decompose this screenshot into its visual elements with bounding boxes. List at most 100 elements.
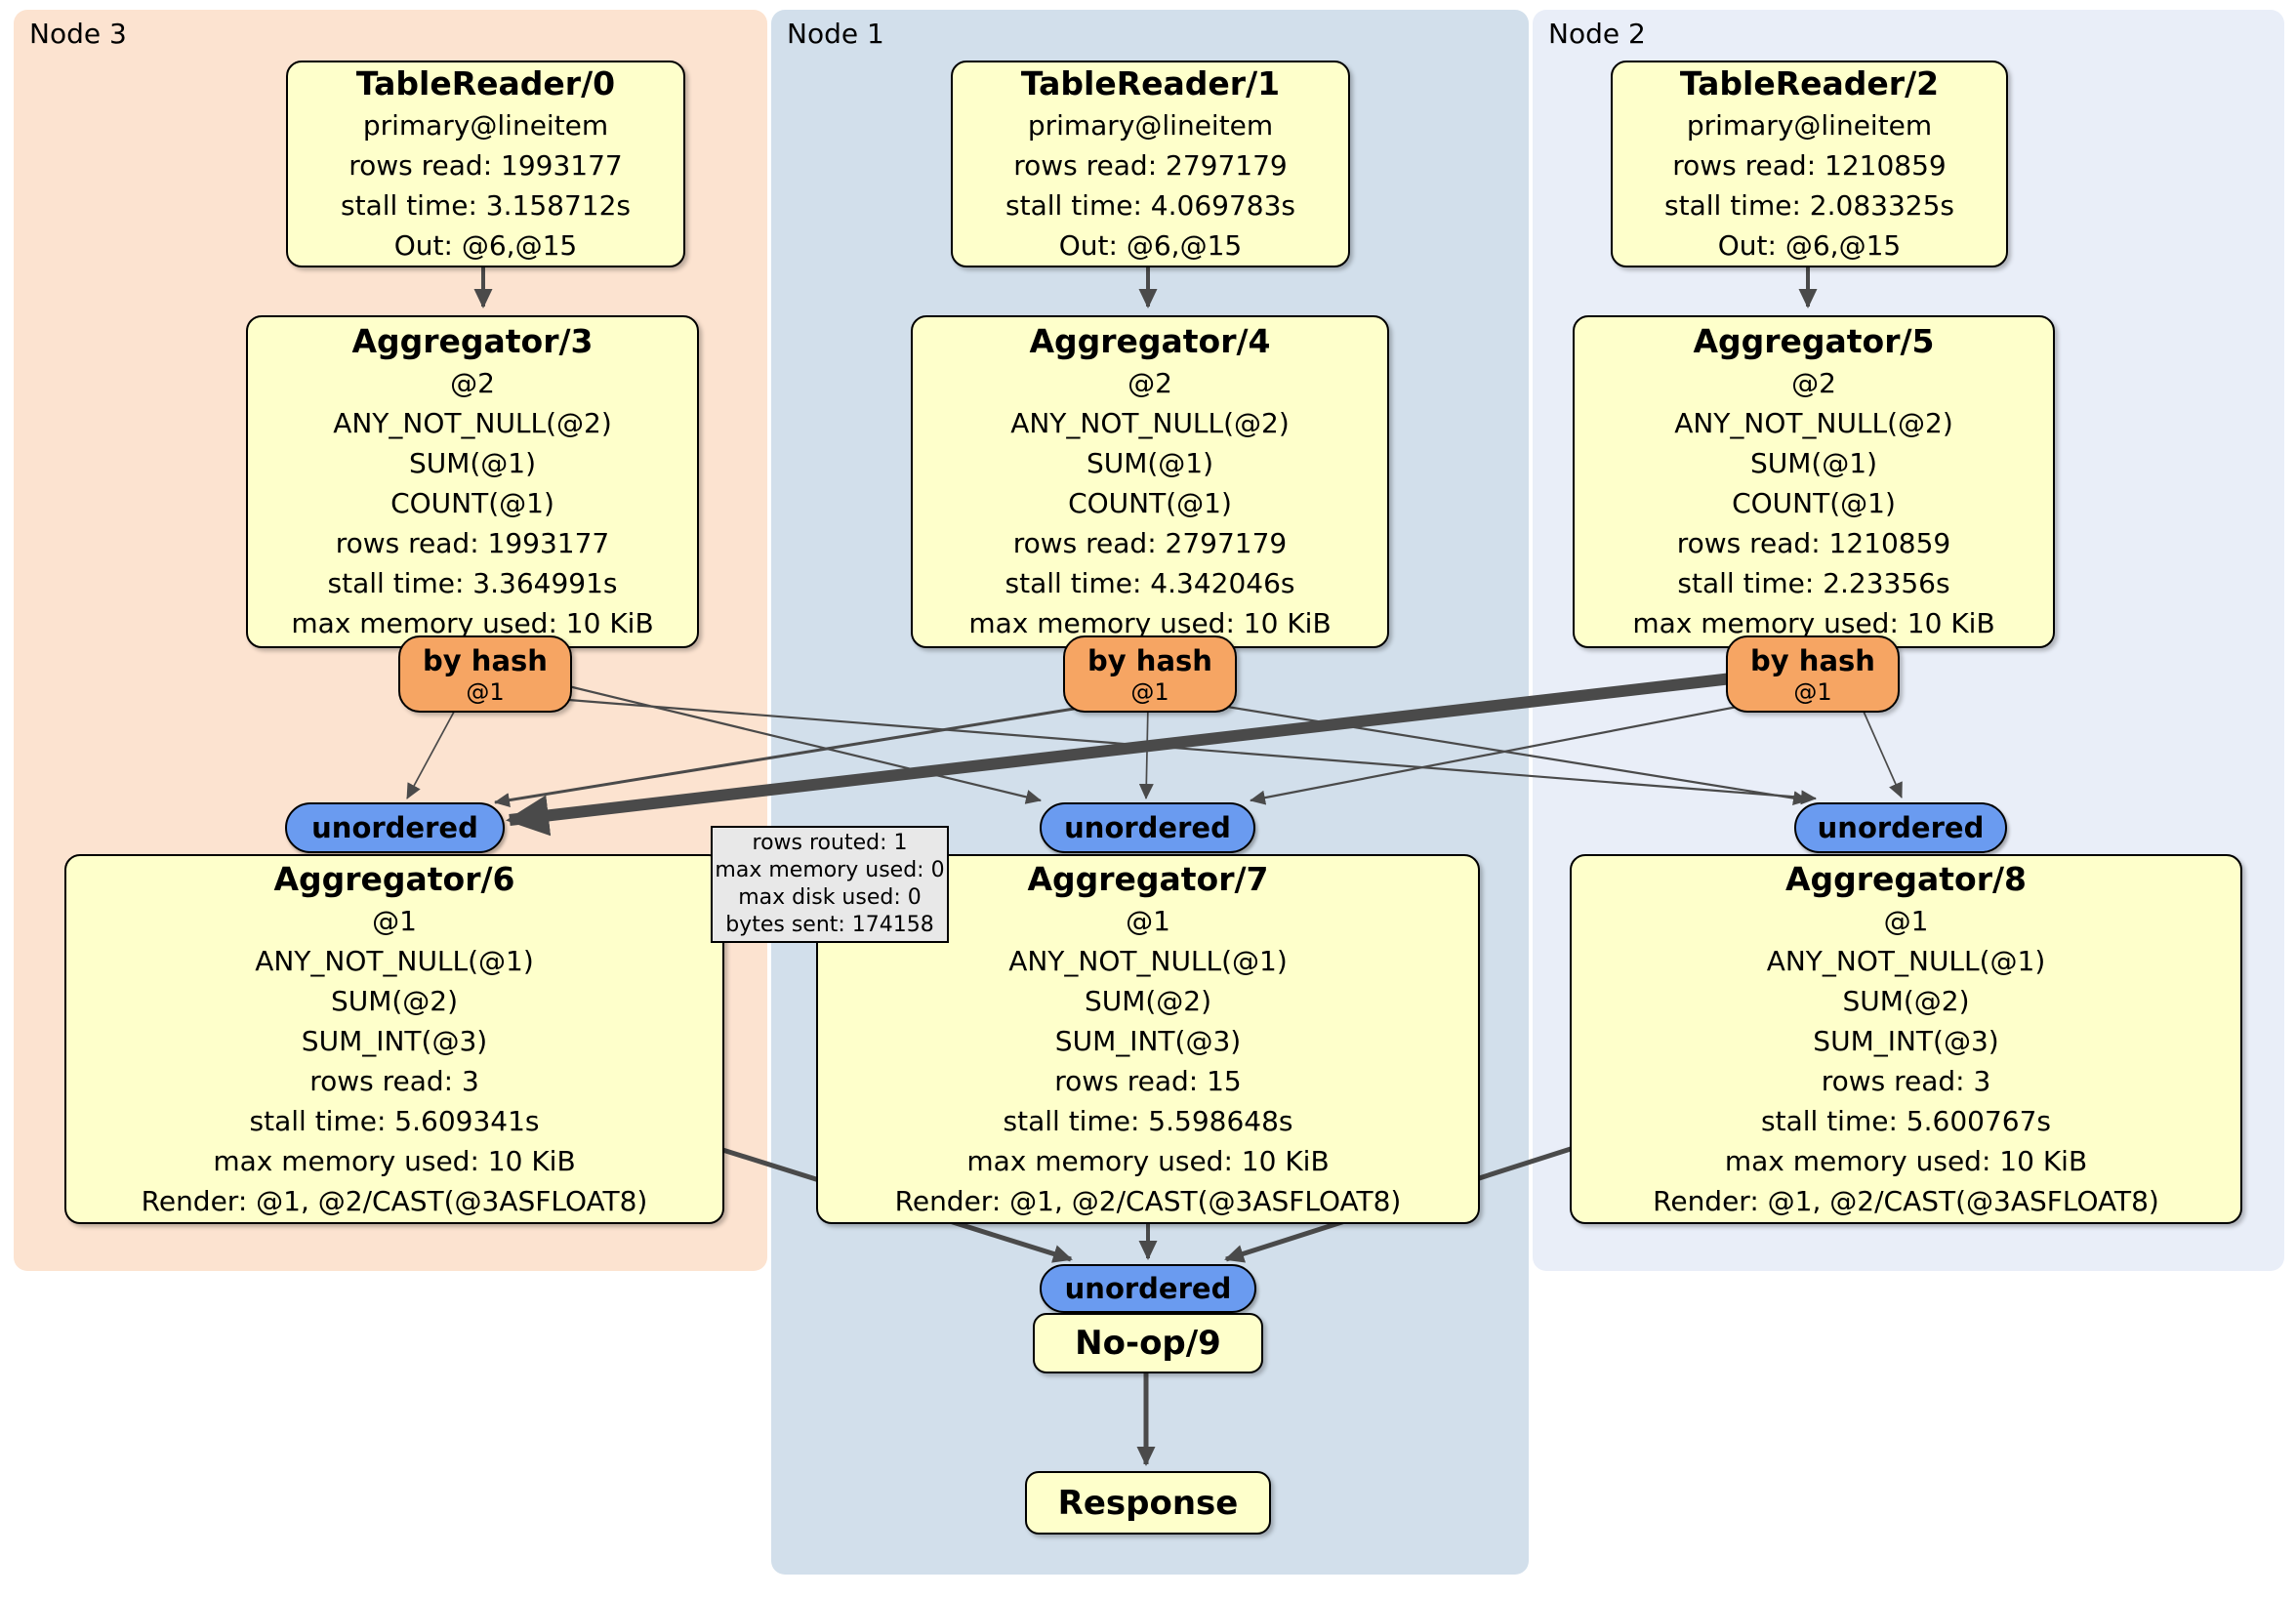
edge-hash2-unordered2[interactable]: [1860, 704, 1903, 798]
node-detail: stall time: 5.609341s: [249, 1104, 540, 1137]
node-detail: COUNT(@1): [1732, 487, 1896, 519]
edge-hash2-unordered1[interactable]: [1250, 703, 1748, 805]
node-detail: stall time: 5.600767s: [1761, 1104, 2051, 1137]
node-detail: SUM_INT(@3): [1054, 1024, 1242, 1057]
panel-node-3-label: Node 3: [29, 18, 127, 50]
router-label: by hash: [1750, 643, 1875, 677]
edge-hash1-unordered3[interactable]: [494, 703, 1099, 808]
plan-node-response: Response: [1025, 1471, 1271, 1535]
node-detail: @2: [1128, 367, 1172, 399]
node-detail: rows read: 3: [309, 1064, 479, 1097]
node-detail: stall time: 4.342046s: [1004, 567, 1295, 599]
panel-node-1-label: Node 1: [787, 18, 884, 50]
node-detail: rows read: 2797179: [1012, 527, 1288, 559]
node-detail: SUM(@2): [1084, 984, 1212, 1017]
node-detail: primary@lineitem: [362, 109, 609, 142]
sync-unordered-node3: unordered: [285, 802, 505, 853]
plan-node-tablereader-2: TableReader/2 primary@lineitem rows read…: [1611, 61, 2008, 267]
node-detail: rows read: 1993177: [348, 149, 623, 182]
node-detail: SUM_INT(@3): [301, 1024, 488, 1057]
router-column: @1: [466, 677, 505, 706]
node-detail: SUM(@2): [330, 984, 459, 1017]
node-detail: @1: [1883, 904, 1929, 937]
tooltip-max-memory: max memory used: 0: [715, 858, 945, 882]
node-detail: @1: [372, 904, 417, 937]
node-detail: ANY_NOT_NULL(@2): [1010, 407, 1290, 439]
node-detail: rows read: 3: [1821, 1064, 1991, 1097]
node-detail: max memory used: 10 KiB: [1632, 607, 1995, 639]
node-title: Aggregator/4: [1029, 322, 1271, 360]
node-detail: rows read: 15: [1054, 1064, 1242, 1097]
node-detail: @2: [1791, 367, 1836, 399]
router-label: by hash: [423, 643, 548, 677]
node-detail: stall time: 5.598648s: [1003, 1104, 1293, 1137]
edge-hash3-unordered3[interactable]: [406, 702, 460, 799]
node-detail: stall time: 4.069783s: [1005, 189, 1295, 222]
node-detail: SUM(@2): [1842, 984, 1970, 1017]
plan-node-aggregator-3: Aggregator/3 @2 ANY_NOT_NULL(@2) SUM(@1)…: [246, 315, 699, 648]
node-detail: Render: @1, @2/CAST(@3ASFLOAT8): [1653, 1184, 2159, 1217]
node-detail: SUM(@1): [1749, 447, 1878, 479]
node-detail: max memory used: 10 KiB: [1724, 1144, 2088, 1177]
node-detail: max memory used: 10 KiB: [968, 607, 1332, 639]
node-title: TableReader/2: [1679, 64, 1940, 102]
node-detail: primary@lineitem: [1686, 109, 1933, 142]
node-detail: ANY_NOT_NULL(@2): [1674, 407, 1953, 439]
node-detail: stall time: 3.364991s: [327, 567, 618, 599]
node-detail: rows read: 1993177: [335, 527, 610, 559]
node-detail: Out: @6,@15: [1058, 229, 1243, 262]
router-by-hash-node2: by hash @1: [1726, 635, 1900, 713]
plan-node-aggregator-6: Aggregator/6 @1 ANY_NOT_NULL(@1) SUM(@2)…: [64, 854, 724, 1224]
node-detail: ANY_NOT_NULL(@2): [333, 407, 612, 439]
edge-stats-tooltip: rows routed: 1 max memory used: 0 max di…: [711, 826, 949, 943]
node-title: TableReader/1: [1020, 64, 1281, 102]
node-detail: Render: @1, @2/CAST(@3ASFLOAT8): [894, 1184, 1402, 1217]
plan-node-aggregator-8: Aggregator/8 @1 ANY_NOT_NULL(@1) SUM(@2)…: [1570, 854, 2242, 1224]
plan-node-tablereader-1: TableReader/1 primary@lineitem rows read…: [951, 61, 1350, 267]
node-detail: Render: @1, @2/CAST(@3ASFLOAT8): [141, 1184, 648, 1217]
node-detail: rows read: 2797179: [1013, 149, 1288, 182]
node-detail: ANY_NOT_NULL(@1): [1766, 944, 2046, 977]
node-detail: Out: @6,@15: [393, 229, 578, 262]
node-detail: rows read: 1210859: [1672, 149, 1947, 182]
router-label: by hash: [1087, 643, 1212, 677]
plan-node-noop-9: No-op/9: [1033, 1313, 1263, 1373]
node-detail: @2: [450, 367, 495, 399]
node-title: TableReader/0: [355, 64, 616, 102]
node-detail: stall time: 2.083325s: [1664, 189, 1954, 222]
router-column: @1: [1793, 677, 1832, 706]
node-detail: max memory used: 10 KiB: [966, 1144, 1330, 1177]
edge-hash2-unordered3-thick[interactable]: [506, 670, 1758, 837]
tooltip-max-disk: max disk used: 0: [738, 885, 922, 910]
node-detail: @1: [1126, 904, 1170, 937]
node-title: Aggregator/8: [1784, 859, 2028, 898]
edge-hash3-unordered2[interactable]: [555, 697, 1817, 805]
node-detail: primary@lineitem: [1027, 109, 1274, 142]
edge-hash3-unordered1[interactable]: [555, 681, 1042, 804]
node-detail: COUNT(@1): [390, 487, 554, 519]
node-detail: rows read: 1210859: [1676, 527, 1951, 559]
tooltip-bytes-sent: bytes sent: 174158: [725, 913, 934, 937]
tooltip-rows-routed: rows routed: 1: [752, 831, 908, 855]
node-title: Aggregator/3: [351, 322, 594, 360]
node-detail: Out: @6,@15: [1717, 229, 1902, 262]
plan-node-tablereader-0: TableReader/0 primary@lineitem rows read…: [286, 61, 685, 267]
router-by-hash-node3: by hash @1: [398, 635, 572, 713]
router-by-hash-node1: by hash @1: [1063, 635, 1237, 713]
node-title: Aggregator/6: [273, 859, 515, 898]
router-column: @1: [1130, 677, 1169, 706]
node-detail: COUNT(@1): [1068, 487, 1232, 519]
node-detail: SUM(@1): [1086, 447, 1214, 479]
plan-node-aggregator-5: Aggregator/5 @2 ANY_NOT_NULL(@2) SUM(@1)…: [1573, 315, 2055, 648]
node-detail: ANY_NOT_NULL(@1): [255, 944, 534, 977]
node-title: Aggregator/7: [1027, 859, 1269, 898]
node-detail: SUM(@1): [408, 447, 537, 479]
node-detail: max memory used: 10 KiB: [213, 1144, 576, 1177]
node-title: Aggregator/5: [1693, 322, 1935, 360]
node-detail: stall time: 2.23356s: [1677, 567, 1950, 599]
node-detail: SUM_INT(@3): [1813, 1024, 1999, 1057]
sync-unordered-final: unordered: [1040, 1264, 1256, 1313]
node-detail: ANY_NOT_NULL(@1): [1008, 944, 1288, 977]
sync-unordered-node1: unordered: [1040, 802, 1255, 853]
